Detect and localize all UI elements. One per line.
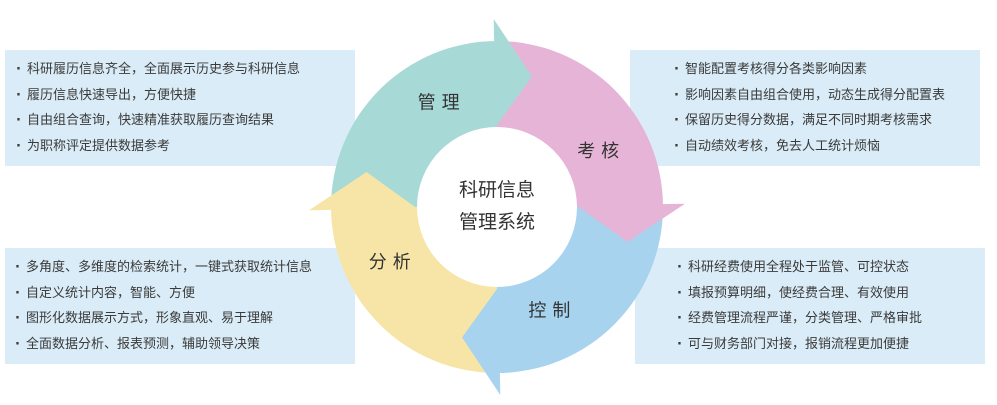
arrow-bodies bbox=[331, 41, 663, 373]
cycle-label-analysis: 分析 bbox=[369, 252, 417, 273]
center-title-line2: 管理系统 bbox=[459, 211, 535, 233]
panel-assessment: 智能配置考核得分各类影响因素 影响因素自由组合使用，动态生成得分配置表 保留历史… bbox=[630, 50, 980, 166]
center-title: 科研信息 管理系统 bbox=[459, 179, 535, 233]
panel-management: 科研履历信息齐全，全面展示历史参与科研信息 履历信息快速导出，方便快捷 自由组合… bbox=[5, 50, 355, 166]
arrow-assessment-head bbox=[576, 203, 685, 242]
arrow-management-body bbox=[331, 41, 497, 207]
arrow-control-body bbox=[497, 207, 663, 373]
panel-item: 填报预算明细，使经费合理、有效使用 bbox=[677, 281, 985, 307]
arrow-assessment-body bbox=[497, 41, 663, 207]
panel-item: 影响因素自由组合使用，动态生成得分配置表 bbox=[674, 83, 980, 109]
arrow-analysis-head bbox=[309, 172, 418, 211]
panel-item: 多角度、多维度的检索统计，一键式获取统计信息 bbox=[15, 255, 355, 281]
panel-control-list: 科研经费使用全程处于监管、可控状态 填报预算明细，使经费合理、有效使用 经费管理… bbox=[677, 255, 985, 357]
panel-item: 自定义统计内容，智能、方便 bbox=[15, 281, 355, 307]
panel-management-list: 科研履历信息齐全，全面展示历史参与科研信息 履历信息快速导出，方便快捷 自由组合… bbox=[16, 57, 355, 159]
panel-analysis-list: 多角度、多维度的检索统计，一键式获取统计信息 自定义统计内容，智能、方便 图形化… bbox=[15, 255, 355, 357]
arrow-control-head bbox=[462, 286, 501, 395]
cycle-label-management: 管理 bbox=[418, 92, 466, 113]
arrow-analysis-body bbox=[331, 207, 497, 373]
center-title-line1: 科研信息 bbox=[459, 179, 535, 201]
panel-item: 经费管理流程严谨，分类管理、严格审批 bbox=[677, 306, 985, 332]
cycle-label-assessment: 考核 bbox=[577, 141, 625, 162]
panel-item: 自动绩效考核，免去人工统计烦恼 bbox=[674, 134, 980, 160]
panel-item: 智能配置考核得分各类影响因素 bbox=[674, 57, 980, 83]
panel-item: 自由组合查询，快速精准获取履历查询结果 bbox=[16, 108, 355, 134]
panel-item: 履历信息快速导出，方便快捷 bbox=[16, 83, 355, 109]
panel-item: 可与财务部门对接，报销流程更加便捷 bbox=[677, 332, 985, 358]
panel-assessment-list: 智能配置考核得分各类影响因素 影响因素自由组合使用，动态生成得分配置表 保留历史… bbox=[674, 57, 980, 159]
panel-item: 图形化数据展示方式，形象直观、易于理解 bbox=[15, 306, 355, 332]
arrow-management-head bbox=[493, 19, 532, 128]
cycle-label-control: 控制 bbox=[528, 301, 576, 322]
panel-item: 保留历史得分数据，满足不同时期考核需求 bbox=[674, 108, 980, 134]
cycle-labels: 管理 考核 控制 分析 bbox=[369, 92, 625, 322]
panel-analysis: 多角度、多维度的检索统计，一键式获取统计信息 自定义统计内容，智能、方便 图形化… bbox=[5, 248, 355, 364]
panel-control: 科研经费使用全程处于监管、可控状态 填报预算明细，使经费合理、有效使用 经费管理… bbox=[635, 248, 985, 364]
arrow-heads bbox=[309, 19, 685, 395]
panel-item: 科研经费使用全程处于监管、可控状态 bbox=[677, 255, 985, 281]
panel-item: 全面数据分析、报表预测，辅助领导决策 bbox=[15, 332, 355, 358]
panel-item: 科研履历信息齐全，全面展示历史参与科研信息 bbox=[16, 57, 355, 83]
panel-item: 为职称评定提供数据参考 bbox=[16, 134, 355, 160]
